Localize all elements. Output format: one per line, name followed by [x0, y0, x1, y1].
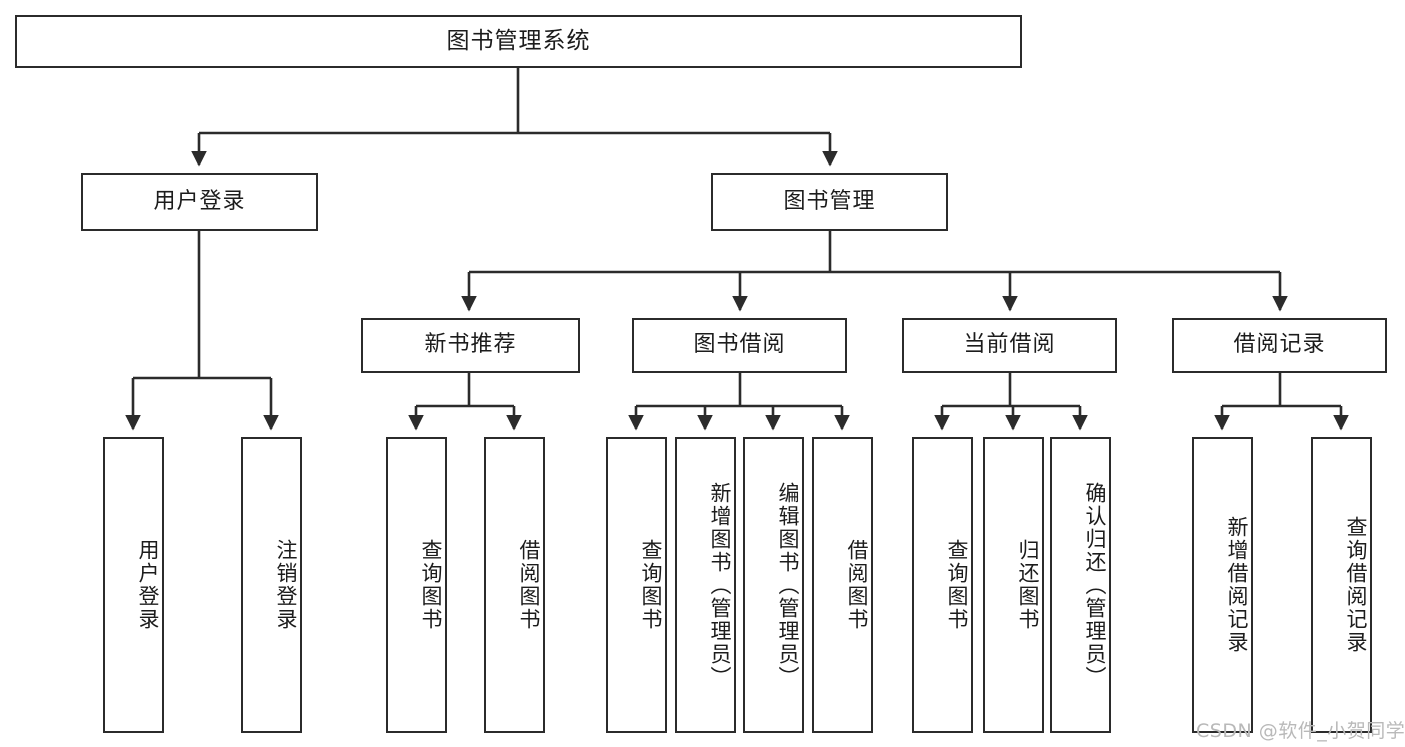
node-leaf-query-book-borrow-label: 查询图书	[639, 539, 663, 631]
node-book-manage[interactable]: 图书管理	[711, 173, 948, 231]
node-leaf-borrow-book[interactable]: 借阅图书	[812, 437, 873, 733]
node-leaf-query-book-rec[interactable]: 查询图书	[386, 437, 447, 733]
node-leaf-edit-book[interactable]: 编辑图书（管理员）	[743, 437, 804, 733]
node-leaf-query-book-cur[interactable]: 查询图书	[912, 437, 973, 733]
node-leaf-confirm-return[interactable]: 确认归还（管理员）	[1050, 437, 1111, 733]
node-root-label: 图书管理系统	[446, 27, 591, 54]
node-leaf-add-book[interactable]: 新增图书（管理员）	[675, 437, 736, 733]
node-leaf-query-record-label: 查询借阅记录	[1344, 516, 1368, 654]
node-borrow-record[interactable]: 借阅记录	[1172, 318, 1387, 373]
node-new-book-rec[interactable]: 新书推荐	[361, 318, 580, 373]
node-borrow-record-label: 借阅记录	[1233, 332, 1326, 358]
node-current-borrow[interactable]: 当前借阅	[902, 318, 1117, 373]
node-book-manage-label: 图书管理	[783, 188, 876, 214]
node-leaf-borrow-book-rec-label: 借阅图书	[517, 539, 541, 631]
node-leaf-query-record[interactable]: 查询借阅记录	[1311, 437, 1372, 733]
node-leaf-user-logout-label: 注销登录	[274, 539, 298, 631]
node-root[interactable]: 图书管理系统	[15, 15, 1022, 68]
node-leaf-query-book-borrow[interactable]: 查询图书	[606, 437, 667, 733]
node-user-login[interactable]: 用户登录	[81, 173, 318, 231]
node-leaf-user-login[interactable]: 用户登录	[103, 437, 164, 733]
node-leaf-borrow-book-label: 借阅图书	[845, 539, 869, 631]
node-book-borrow[interactable]: 图书借阅	[632, 318, 847, 373]
node-leaf-add-book-label: 新增图书（管理员）	[708, 481, 732, 689]
node-leaf-return-book[interactable]: 归还图书	[983, 437, 1044, 733]
node-leaf-query-book-cur-label: 查询图书	[945, 539, 969, 631]
node-leaf-confirm-return-label: 确认归还（管理员）	[1083, 481, 1107, 689]
node-current-borrow-label: 当前借阅	[963, 332, 1056, 358]
node-new-book-rec-label: 新书推荐	[424, 332, 517, 358]
node-leaf-add-record[interactable]: 新增借阅记录	[1192, 437, 1253, 733]
node-book-borrow-label: 图书借阅	[693, 332, 786, 358]
node-user-login-label: 用户登录	[153, 188, 246, 214]
node-leaf-return-book-label: 归还图书	[1016, 539, 1040, 631]
node-leaf-user-login-label: 用户登录	[136, 539, 160, 631]
node-leaf-query-book-rec-label: 查询图书	[419, 539, 443, 631]
node-leaf-borrow-book-rec[interactable]: 借阅图书	[484, 437, 545, 733]
node-leaf-add-record-label: 新增借阅记录	[1225, 516, 1249, 654]
csdn-watermark: CSDN @软件_小贺同学	[1196, 720, 1405, 742]
node-leaf-edit-book-label: 编辑图书（管理员）	[776, 481, 800, 689]
node-leaf-user-logout[interactable]: 注销登录	[241, 437, 302, 733]
